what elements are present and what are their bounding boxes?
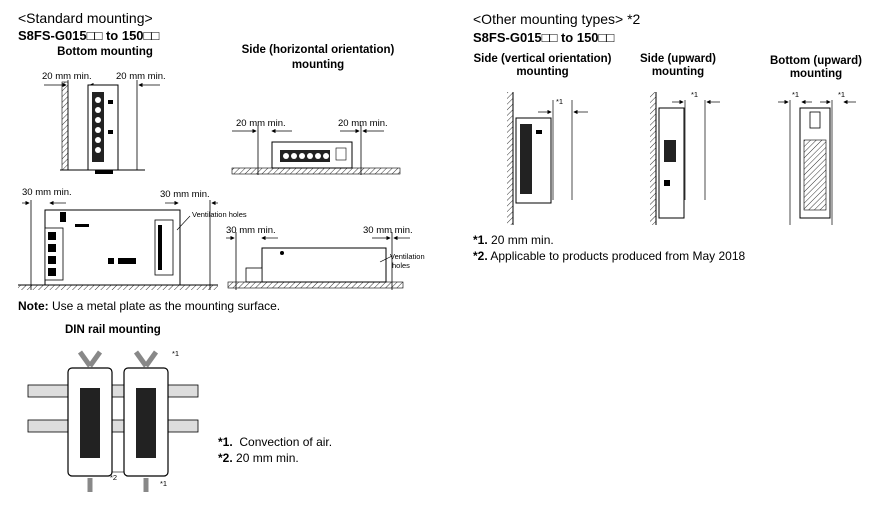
standard-model: S8FS-G015□□ to 150□□ bbox=[18, 28, 160, 43]
other-model: S8FS-G015□□ to 150□□ bbox=[473, 30, 615, 45]
bottom-mounting-label: Bottom mounting bbox=[57, 46, 153, 58]
note: Note: Use a metal plate as the mounting … bbox=[18, 300, 280, 312]
other-star-d: *1 bbox=[838, 90, 846, 99]
bottom-upward-label-1: Bottom (upward) bbox=[770, 55, 862, 67]
other-fn1-mark: *1. bbox=[473, 233, 488, 247]
front-view-drawing bbox=[18, 200, 218, 290]
din-fn2-text: 20 mm min. bbox=[236, 451, 299, 465]
other-star-c: *1 bbox=[792, 90, 800, 99]
dim-side-right: 20 mm min. bbox=[338, 118, 388, 129]
other-footnote-2: *2. Applicable to products produced from… bbox=[473, 250, 745, 262]
other-fn2-text: Applicable to products produced from May… bbox=[487, 249, 746, 263]
din-fn1-mark: *1. bbox=[218, 435, 233, 449]
dim-bottom-right: 20 mm min. bbox=[116, 71, 166, 82]
dim-side2-right: 30 mm min. bbox=[363, 225, 413, 236]
din-footnote-1: *1. Convection of air. bbox=[218, 436, 332, 448]
din-footnote-2: *2. 20 mm min. bbox=[218, 452, 299, 464]
note-bold: Note: bbox=[18, 299, 49, 313]
dim-side2-left: 30 mm min. bbox=[226, 225, 276, 236]
standard-heading: <Standard mounting> bbox=[18, 10, 153, 26]
side-upward-drawing bbox=[650, 92, 720, 225]
side-vertical-drawing bbox=[507, 92, 588, 225]
other-heading: <Other mounting types> *2 bbox=[473, 11, 641, 27]
other-star-a: *1 bbox=[556, 97, 564, 106]
vent-side-label-1: Ventilation bbox=[390, 252, 425, 261]
dim-front-right: 30 mm min. bbox=[160, 189, 210, 200]
side-vertical-label-2: mounting bbox=[516, 66, 569, 78]
side-upward-label-1: Side (upward) bbox=[639, 53, 717, 65]
bottom-mounting-drawing bbox=[44, 80, 160, 174]
side-horizontal-label-1: Side (horizontal orientation) bbox=[241, 44, 395, 56]
side-view-drawing bbox=[226, 232, 410, 290]
other-fn2-mark: *2. bbox=[473, 249, 488, 263]
ventilation-holes-label: Ventilation holes bbox=[192, 210, 247, 219]
dim-side-left: 20 mm min. bbox=[236, 118, 286, 129]
vent-side-label-2: holes bbox=[392, 261, 410, 270]
din-rail-title: DIN rail mounting bbox=[65, 324, 161, 336]
side-horizontal-drawing bbox=[231, 125, 401, 175]
side-upward-label-2: mounting bbox=[651, 66, 705, 78]
bottom-upward-drawing bbox=[778, 99, 856, 225]
din-star1-bottom: *1 bbox=[160, 479, 168, 488]
dim-bottom-left: 20 mm min. bbox=[42, 71, 92, 82]
din-rail-drawing bbox=[27, 350, 199, 492]
din-fn1-text: Convection of air. bbox=[239, 435, 333, 449]
din-fn2-mark: *2. bbox=[218, 451, 233, 465]
other-star-b: *1 bbox=[691, 90, 699, 99]
side-vertical-label-1: Side (vertical orientation) bbox=[473, 53, 612, 65]
din-star2: *2 bbox=[110, 473, 118, 482]
dim-front-left: 30 mm min. bbox=[22, 187, 72, 198]
note-text: Use a metal plate as the mounting surfac… bbox=[48, 299, 281, 313]
other-fn1-text: 20 mm min. bbox=[487, 233, 554, 247]
din-star1-top: *1 bbox=[172, 349, 180, 358]
side-horizontal-label-2: mounting bbox=[291, 59, 345, 71]
other-footnote-1: *1. 20 mm min. bbox=[473, 234, 554, 246]
bottom-upward-label-2: mounting bbox=[789, 68, 843, 80]
